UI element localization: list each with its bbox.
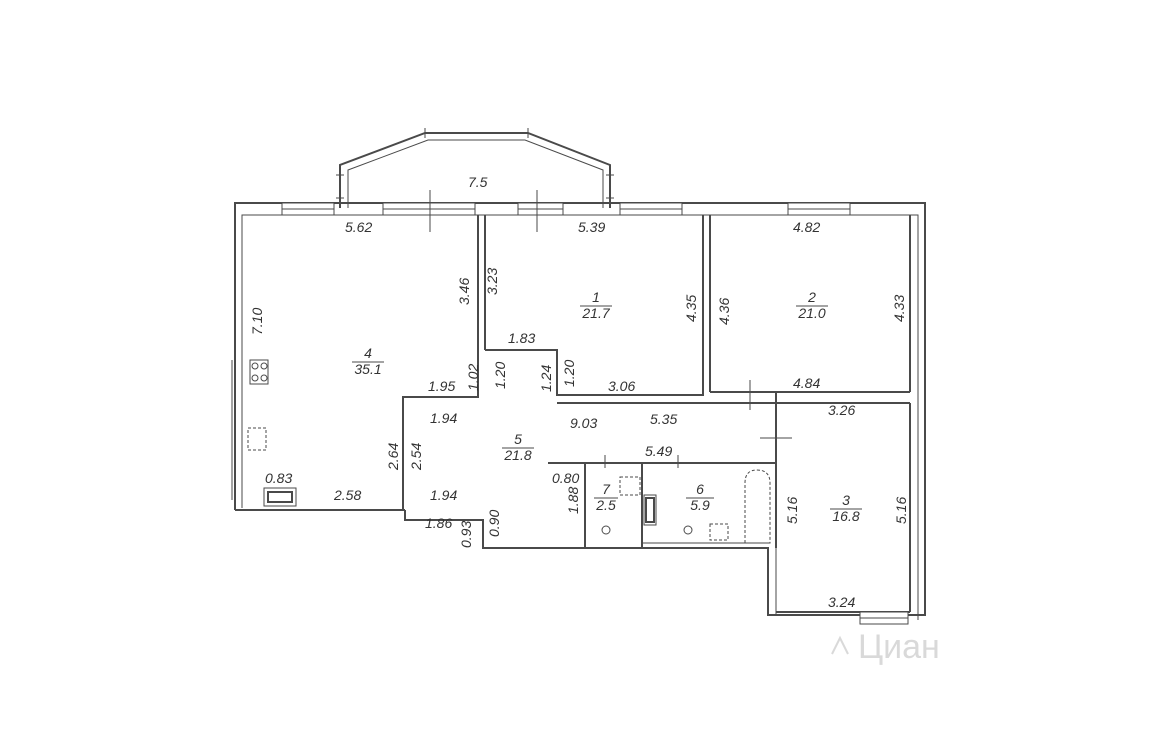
dim-label: 7.10 (249, 308, 265, 335)
dim-label: 5.16 (893, 497, 909, 524)
room-2-area: 21.0 (797, 305, 825, 321)
dim-label: 0.93 (458, 521, 474, 548)
room-2-label: 2 21.0 (796, 289, 828, 321)
dim-label: 1.94 (430, 410, 457, 426)
interior-walls (402, 215, 911, 613)
door-marks (231, 360, 792, 500)
dim-label: 1.95 (428, 378, 455, 394)
dim-label: 0.83 (265, 470, 292, 486)
dim-label: 4.84 (793, 375, 820, 391)
dim-label: 5.49 (645, 443, 672, 459)
dim-label: 2.54 (408, 443, 424, 471)
room-4-label: 4 35.1 (352, 345, 384, 377)
dim-label: 1.20 (492, 362, 508, 389)
room-1-area: 21.7 (581, 305, 610, 321)
room-2-number: 2 (807, 289, 816, 305)
room-3-area: 16.8 (832, 508, 859, 524)
dim-label: 4.82 (793, 219, 820, 235)
outer-walls (234, 202, 926, 620)
dim-label: 4.33 (891, 295, 907, 322)
room-3-label: 3 16.8 (830, 492, 862, 524)
washbasin-icon (643, 494, 657, 526)
dim-label: 3.24 (828, 594, 855, 610)
windows (281, 190, 909, 625)
room-5-label: 5 21.8 (502, 431, 534, 463)
dim-label: 3.06 (608, 378, 635, 394)
dimension-labels: 7.5 5.62 5.39 4.82 3.46 3.23 4.35 4.36 4… (249, 174, 909, 610)
room-6-label: 6 5.9 (686, 481, 714, 513)
dim-label: 3.26 (828, 402, 855, 418)
dim-label: 1.24 (538, 365, 554, 392)
dim-label: 1.88 (565, 487, 581, 514)
room-7-label: 7 2.5 (594, 481, 618, 513)
room-6-number: 6 (696, 481, 704, 497)
dim-label: 1.86 (425, 515, 452, 531)
room-1-label: 1 21.7 (580, 289, 612, 321)
dim-label: 7.5 (468, 174, 488, 190)
dim-label: 5.35 (650, 411, 677, 427)
dim-label: 1.83 (508, 330, 535, 346)
watermark: Циан (831, 628, 940, 666)
dim-label: 1.20 (561, 360, 577, 387)
dim-label: 5.62 (345, 219, 372, 235)
watermark-text: Циан (858, 628, 940, 666)
dim-label: 9.03 (570, 415, 597, 431)
room-3-number: 3 (842, 492, 850, 508)
toilet-icon (601, 476, 729, 541)
dim-label: 3.23 (484, 268, 500, 295)
dim-label: 2.58 (333, 487, 361, 503)
sink-icon (247, 427, 267, 451)
dim-label: 1.94 (430, 487, 457, 503)
room-6-area: 5.9 (690, 497, 710, 513)
dim-label: 5.39 (578, 219, 605, 235)
radiator-icon (263, 487, 297, 507)
room-7-number: 7 (602, 481, 611, 497)
dim-label: 3.46 (456, 278, 472, 305)
room-5-area: 21.8 (503, 447, 531, 463)
dim-label: 4.36 (716, 298, 732, 325)
dim-label: 5.16 (784, 497, 800, 524)
dim-label: 0.90 (486, 510, 502, 537)
bay-window (336, 128, 614, 208)
room-4-area: 35.1 (354, 361, 381, 377)
stove-icon (249, 359, 269, 385)
room-1-number: 1 (592, 289, 600, 305)
dim-label: 0.80 (552, 470, 579, 486)
dim-label: 4.35 (683, 295, 699, 322)
dim-label: 2.64 (385, 443, 401, 471)
room-4-number: 4 (364, 345, 372, 361)
bathtub-icon (744, 469, 771, 544)
room-7-area: 2.5 (595, 497, 616, 513)
dim-label: 1.02 (465, 364, 481, 391)
room-5-number: 5 (514, 431, 522, 447)
